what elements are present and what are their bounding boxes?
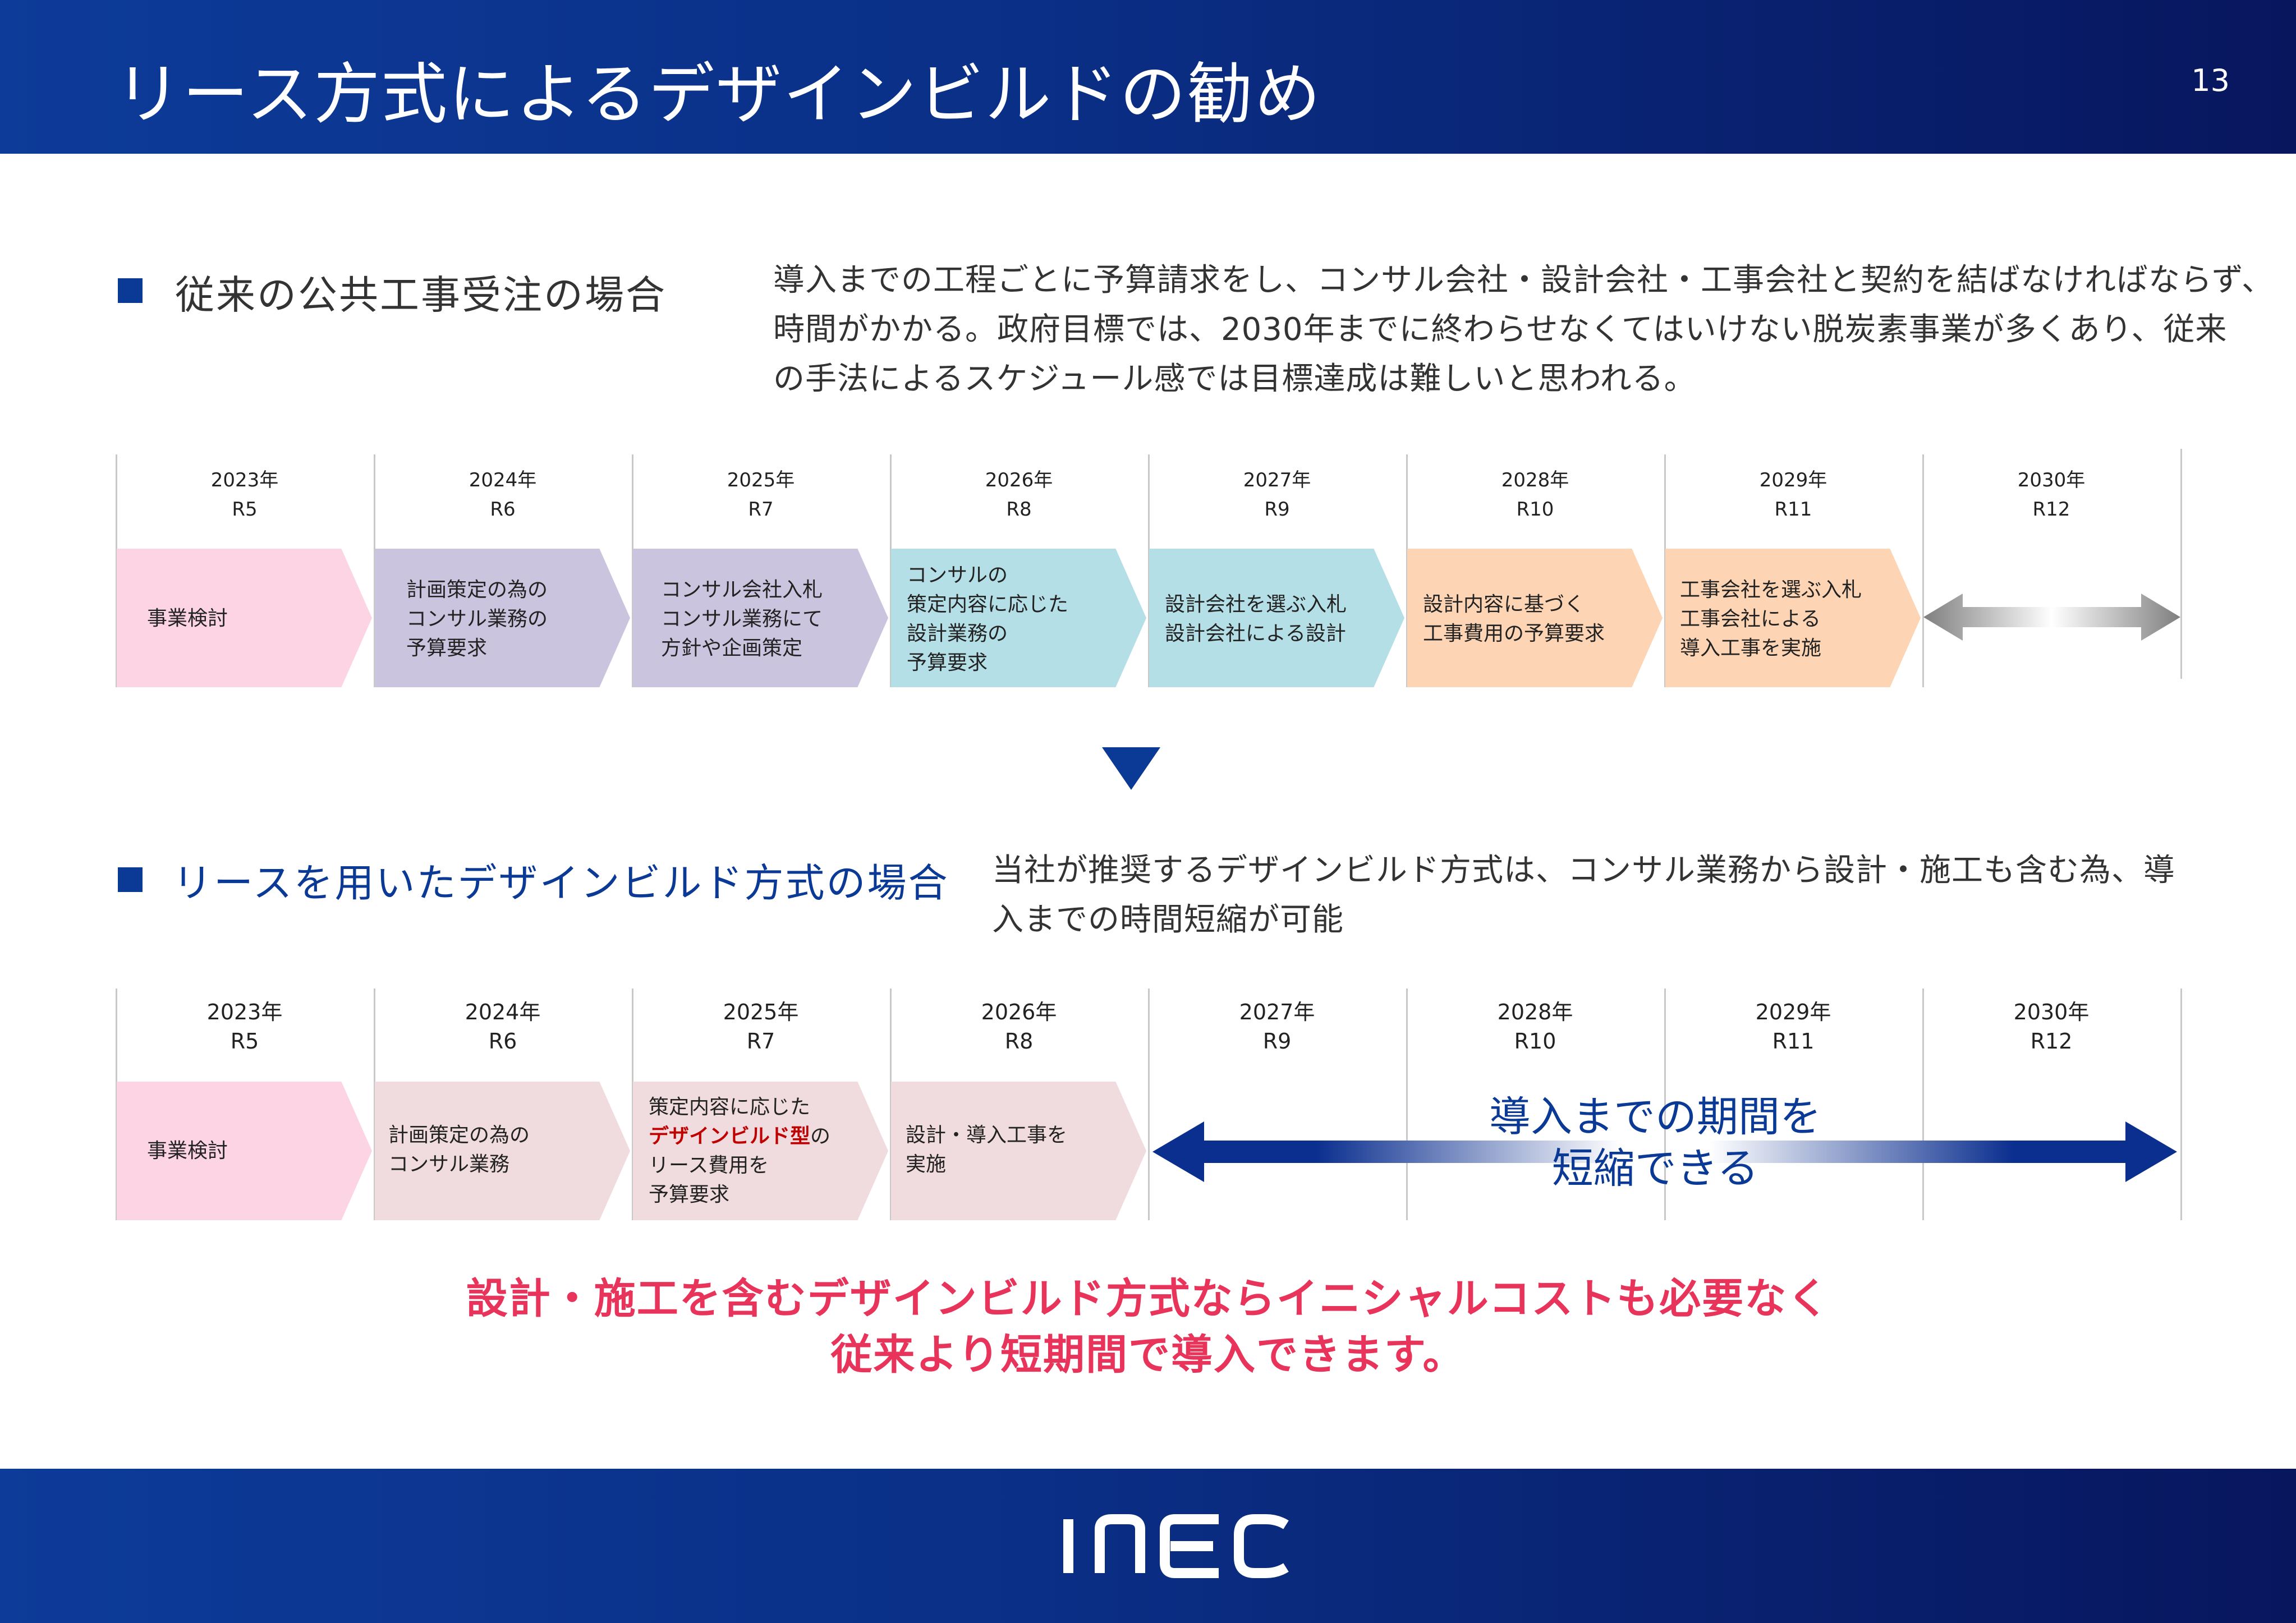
step-text: 策定内容に応じた デザインビルド型の リース費用を 予算要求	[649, 1096, 831, 1206]
step-arrow	[1665, 549, 1921, 687]
step-arrow	[1149, 549, 1404, 687]
timeline-divider	[1406, 988, 1408, 1220]
step-arrow	[117, 549, 372, 687]
step-text: コンサル会社入札コンサル業務にて方針や企画策定	[661, 578, 823, 660]
timeline-divider	[2180, 988, 2182, 1220]
step-arrow	[375, 1082, 630, 1220]
footer-bar	[0, 1469, 2296, 1623]
section1-heading: 従来の公共工事受注の場合	[175, 272, 667, 318]
step-arrow	[891, 549, 1146, 687]
shortened-period-label: 導入までの期間を 短縮できる	[1489, 1093, 1821, 1193]
step-text: 事業検討	[147, 607, 228, 630]
timeline-divider	[1664, 988, 1666, 1220]
section2-bullet	[118, 867, 143, 892]
section1-bullet	[118, 278, 143, 303]
step-arrow	[375, 549, 630, 687]
step-text: 事業検討	[147, 1139, 228, 1162]
step-arrow	[633, 549, 888, 687]
step-text: 工事会社を選ぶ入札工事会社による導入工事を実施	[1680, 578, 1862, 660]
section1-description: 導入までの工程ごとに予算請求をし、コンサル会社・設計会社・工事会社と契約を結ばな…	[773, 256, 2274, 404]
step-text: 設計・導入工事を実施	[906, 1124, 1068, 1176]
step-text: コンサルの策定内容に応じた設計業務の予算要求	[907, 564, 1069, 674]
timeline-divider	[2180, 449, 2182, 679]
timeline-divider	[890, 988, 892, 1220]
section2-heading: リースを用いたデザインビルド方式の場合	[173, 860, 949, 906]
double-arrow-icon	[1923, 594, 2180, 641]
section2-description-line: 当社が推奨するデザインビルド方式は、コンサル業務から設計・施工も含む為、導	[992, 852, 2175, 889]
timeline-divider	[116, 988, 117, 1220]
down-triangle-icon	[1102, 747, 1160, 790]
timeline-divider	[1148, 454, 1150, 687]
timeline-divider	[374, 988, 375, 1220]
section1-description-line: の手法によるスケジュール感では目標達成は難しいと思われる。	[773, 361, 1696, 397]
step-text: 計画策定の為のコンサル業務の予算要求	[406, 578, 548, 660]
slide-title: リース方式によるデザインビルドの勧め	[115, 56, 1322, 133]
inec-logo	[1063, 1514, 1289, 1578]
timeline-divider	[1406, 454, 1408, 687]
step-text: 設計会社を選ぶ入札設計会社による設計	[1165, 593, 1347, 645]
step-text: 設計内容に基づく工事費用の予算要求	[1423, 593, 1605, 645]
step-text: 計画策定の為のコンサル業務	[388, 1124, 530, 1176]
header-bar	[0, 0, 2296, 154]
timeline-divider	[116, 454, 117, 687]
timeline-divider	[1922, 454, 1924, 687]
step-arrow	[891, 1082, 1146, 1220]
design-build-emphasis: デザインビルド型	[649, 1125, 811, 1148]
timeline-divider	[890, 454, 892, 687]
timeline-divider	[374, 454, 375, 687]
conclusion-text: 設計・施工を含むデザインビルド方式ならイニシャルコストも必要なく 従来より短期間…	[466, 1275, 1830, 1379]
step-arrow	[1407, 549, 1663, 687]
timeline-divider	[1922, 988, 1924, 1220]
step-arrow	[117, 1082, 372, 1220]
section2-description: 当社が推奨するデザインビルド方式は、コンサル業務から設計・施工も含む為、導 入ま…	[992, 846, 2175, 945]
section1-description-line: 時間がかかる。政府目標では、2030年までに終わらせなくてはいけない脱炭素事業が…	[773, 311, 2228, 348]
step-arrow	[633, 1082, 888, 1220]
timeline-divider	[1664, 454, 1666, 687]
section2-description-line: 入までの時間短縮が可能	[992, 902, 1344, 938]
section1-description-line: 導入までの工程ごとに予算請求をし、コンサル会社・設計会社・工事会社と契約を結ばな…	[773, 262, 2274, 298]
timeline-divider	[632, 454, 633, 687]
double-arrow-right-half-icon	[1709, 1121, 2177, 1182]
timeline-divider	[632, 988, 633, 1220]
page-number: 13	[2191, 63, 2230, 98]
timeline-divider	[1148, 988, 1150, 1220]
double-arrow-left-half-icon	[1152, 1121, 1620, 1182]
